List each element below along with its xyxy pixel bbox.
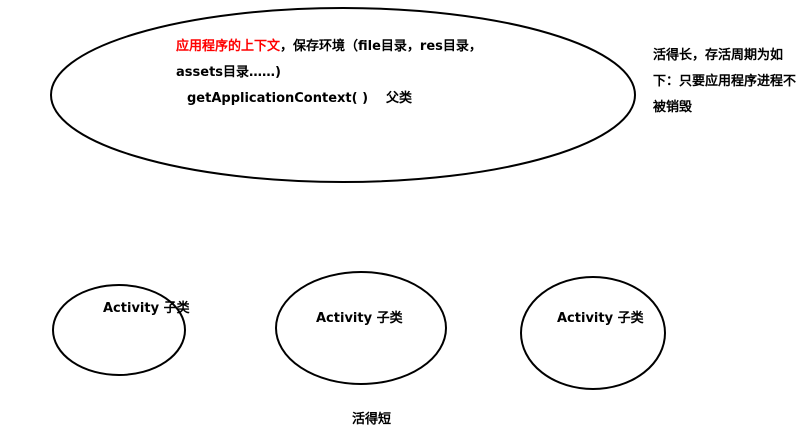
context-title-highlight: 应用程序的上下文 — [176, 39, 281, 54]
application-context-ellipse — [50, 7, 636, 183]
context-method-role: 父类 — [386, 91, 413, 106]
context-title-rest: ，保存环境（file目录，res目录， — [280, 39, 482, 54]
lifecycle-note-line-2: 下：只要应用程序进程不 — [653, 74, 797, 89]
activity-label-2: Activity 子类 — [316, 311, 403, 326]
context-method-line: getApplicationContext( ) 父类 — [187, 86, 412, 112]
activity-ellipse-3 — [520, 276, 666, 390]
activity-ellipse-2 — [275, 271, 447, 385]
lifecycle-long-note: 活得长，存活周期为如 下：只要应用程序进程不 被销毁 — [653, 43, 803, 121]
context-assets-line: assets目录……) — [176, 65, 281, 80]
context-title-line: 应用程序的上下文，保存环境（file目录，res目录， — [176, 34, 482, 60]
lifecycle-short-note: 活得短 — [352, 412, 392, 427]
activity-ellipse-1 — [52, 284, 186, 376]
activity-label-1: Activity 子类 — [103, 301, 190, 316]
context-method: getApplicationContext( ) — [187, 91, 369, 106]
lifecycle-note-line-1: 活得长，存活周期为如 — [653, 48, 784, 63]
application-context-description: 应用程序的上下文，保存环境（file目录，res目录， assets目录……) — [176, 34, 482, 86]
activity-label-3: Activity 子类 — [557, 311, 644, 326]
lifecycle-note-line-3: 被销毁 — [653, 100, 693, 115]
